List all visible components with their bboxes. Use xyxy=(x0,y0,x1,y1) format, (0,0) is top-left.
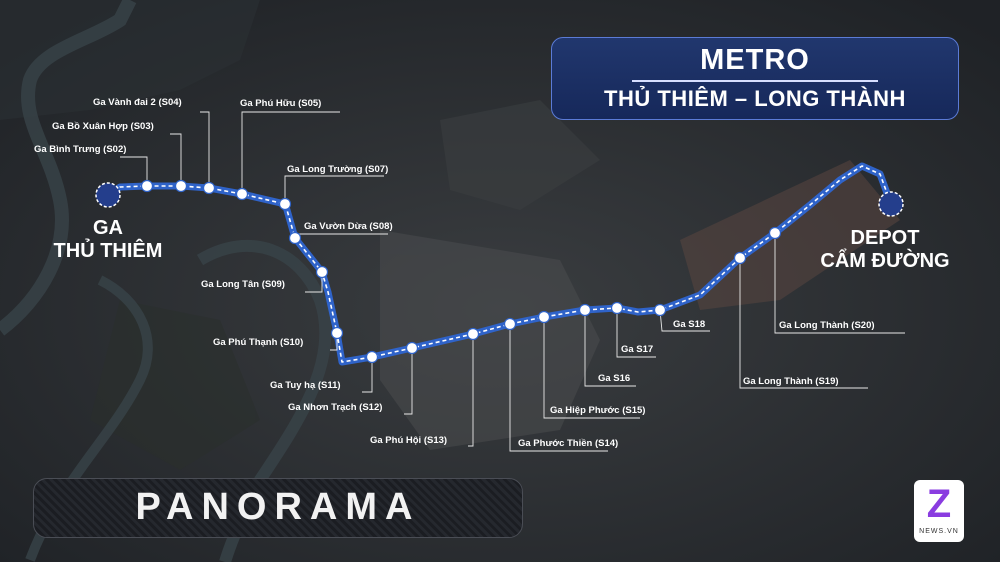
station-label: Ga Vườn Dừa (S08) xyxy=(304,221,393,232)
station-label: Ga Phú Hội (S13) xyxy=(370,435,447,446)
station-label: Ga Long Tân (S09) xyxy=(201,279,285,290)
station-label: Ga Long Thành (S20) xyxy=(779,320,875,331)
station-marker xyxy=(278,197,292,211)
terminal-start-line2: THỦ THIÊM xyxy=(54,238,163,262)
stations xyxy=(140,179,782,364)
station-leader xyxy=(584,310,636,387)
title-divider xyxy=(632,80,878,82)
station-label: Ga Phước Thiền (S14) xyxy=(518,438,618,449)
station-label: Ga S16 xyxy=(598,373,630,384)
station-marker xyxy=(330,326,344,340)
station-marker xyxy=(405,341,419,355)
station-label: Ga Bồ Xuân Hợp (S03) xyxy=(52,121,154,132)
station-leader xyxy=(774,233,905,334)
station-marker xyxy=(733,251,747,265)
station-marker xyxy=(140,179,154,193)
station-leader xyxy=(241,111,340,194)
station-label: Ga Long Thành (S19) xyxy=(743,376,839,387)
station-leader xyxy=(305,272,323,293)
terrain-patches xyxy=(380,100,900,450)
station-marker xyxy=(503,317,517,331)
station-leader xyxy=(170,133,182,186)
station-marker xyxy=(578,303,592,317)
station-marker xyxy=(202,181,216,195)
label-leaders xyxy=(120,111,905,452)
station-leader xyxy=(200,111,210,188)
station-marker xyxy=(537,310,551,324)
station-leader xyxy=(739,258,868,389)
station-leader xyxy=(659,309,710,332)
station-label: Ga Bình Trưng (S02) xyxy=(34,144,126,155)
znews-logo: Z NEWS.VN xyxy=(914,480,964,542)
znews-logo-letter: Z xyxy=(926,482,952,526)
station-marker xyxy=(653,303,667,317)
station-marker xyxy=(174,179,188,193)
terminal-end-line2: CẨM ĐƯỜNG xyxy=(820,248,949,272)
station-marker xyxy=(768,226,782,240)
station-label: Ga Nhơn Trạch (S12) xyxy=(288,402,382,413)
route-dash xyxy=(107,165,892,363)
station-marker xyxy=(365,350,379,364)
station-leader xyxy=(284,175,384,204)
station-leader xyxy=(616,308,656,358)
station-label: Ga Vành đai 2 (S04) xyxy=(93,97,182,108)
station-leader xyxy=(120,156,148,186)
station-marker xyxy=(235,187,249,201)
station-label: Ga Phú Hữu (S05) xyxy=(240,98,321,109)
station-labels: Ga Bình Trưng (S02) Ga Bồ Xuân Hợp (S03) G… xyxy=(34,97,875,449)
station-leader xyxy=(468,334,474,447)
station-label: Ga S18 xyxy=(673,319,705,330)
station-leader xyxy=(509,324,608,452)
map-subtitle: THỦ THIÊM – LONG THÀNH xyxy=(604,86,906,111)
znews-logo-sub: NEWS.VN xyxy=(919,528,959,535)
terminal-start-marker xyxy=(95,182,121,208)
river xyxy=(0,0,137,336)
station-label: Ga Tuy hạ (S11) xyxy=(270,380,341,391)
terminal-end-marker xyxy=(878,191,904,217)
station-leader xyxy=(362,357,373,393)
station-label: Ga Long Trường (S07) xyxy=(287,164,388,175)
terminal-start-line1: GA xyxy=(93,217,123,239)
panorama-label: PANORAMA xyxy=(135,486,421,528)
station-marker xyxy=(288,231,302,245)
station-marker xyxy=(610,301,624,315)
station-leader xyxy=(404,348,413,415)
map-title: METRO xyxy=(700,44,810,76)
panorama-badge: PANORAMA xyxy=(33,478,523,538)
station-marker xyxy=(466,327,480,341)
station-marker xyxy=(315,265,329,279)
station-label: Ga Hiệp Phước (S15) xyxy=(550,405,645,416)
terminal-end-line1: DEPOT xyxy=(851,227,920,249)
station-label: Ga Phú Thạnh (S10) xyxy=(213,337,303,348)
title-box: METRO THỦ THIÊM – LONG THÀNH xyxy=(551,37,959,120)
station-label: Ga S17 xyxy=(621,344,653,355)
station-leader xyxy=(543,317,640,419)
